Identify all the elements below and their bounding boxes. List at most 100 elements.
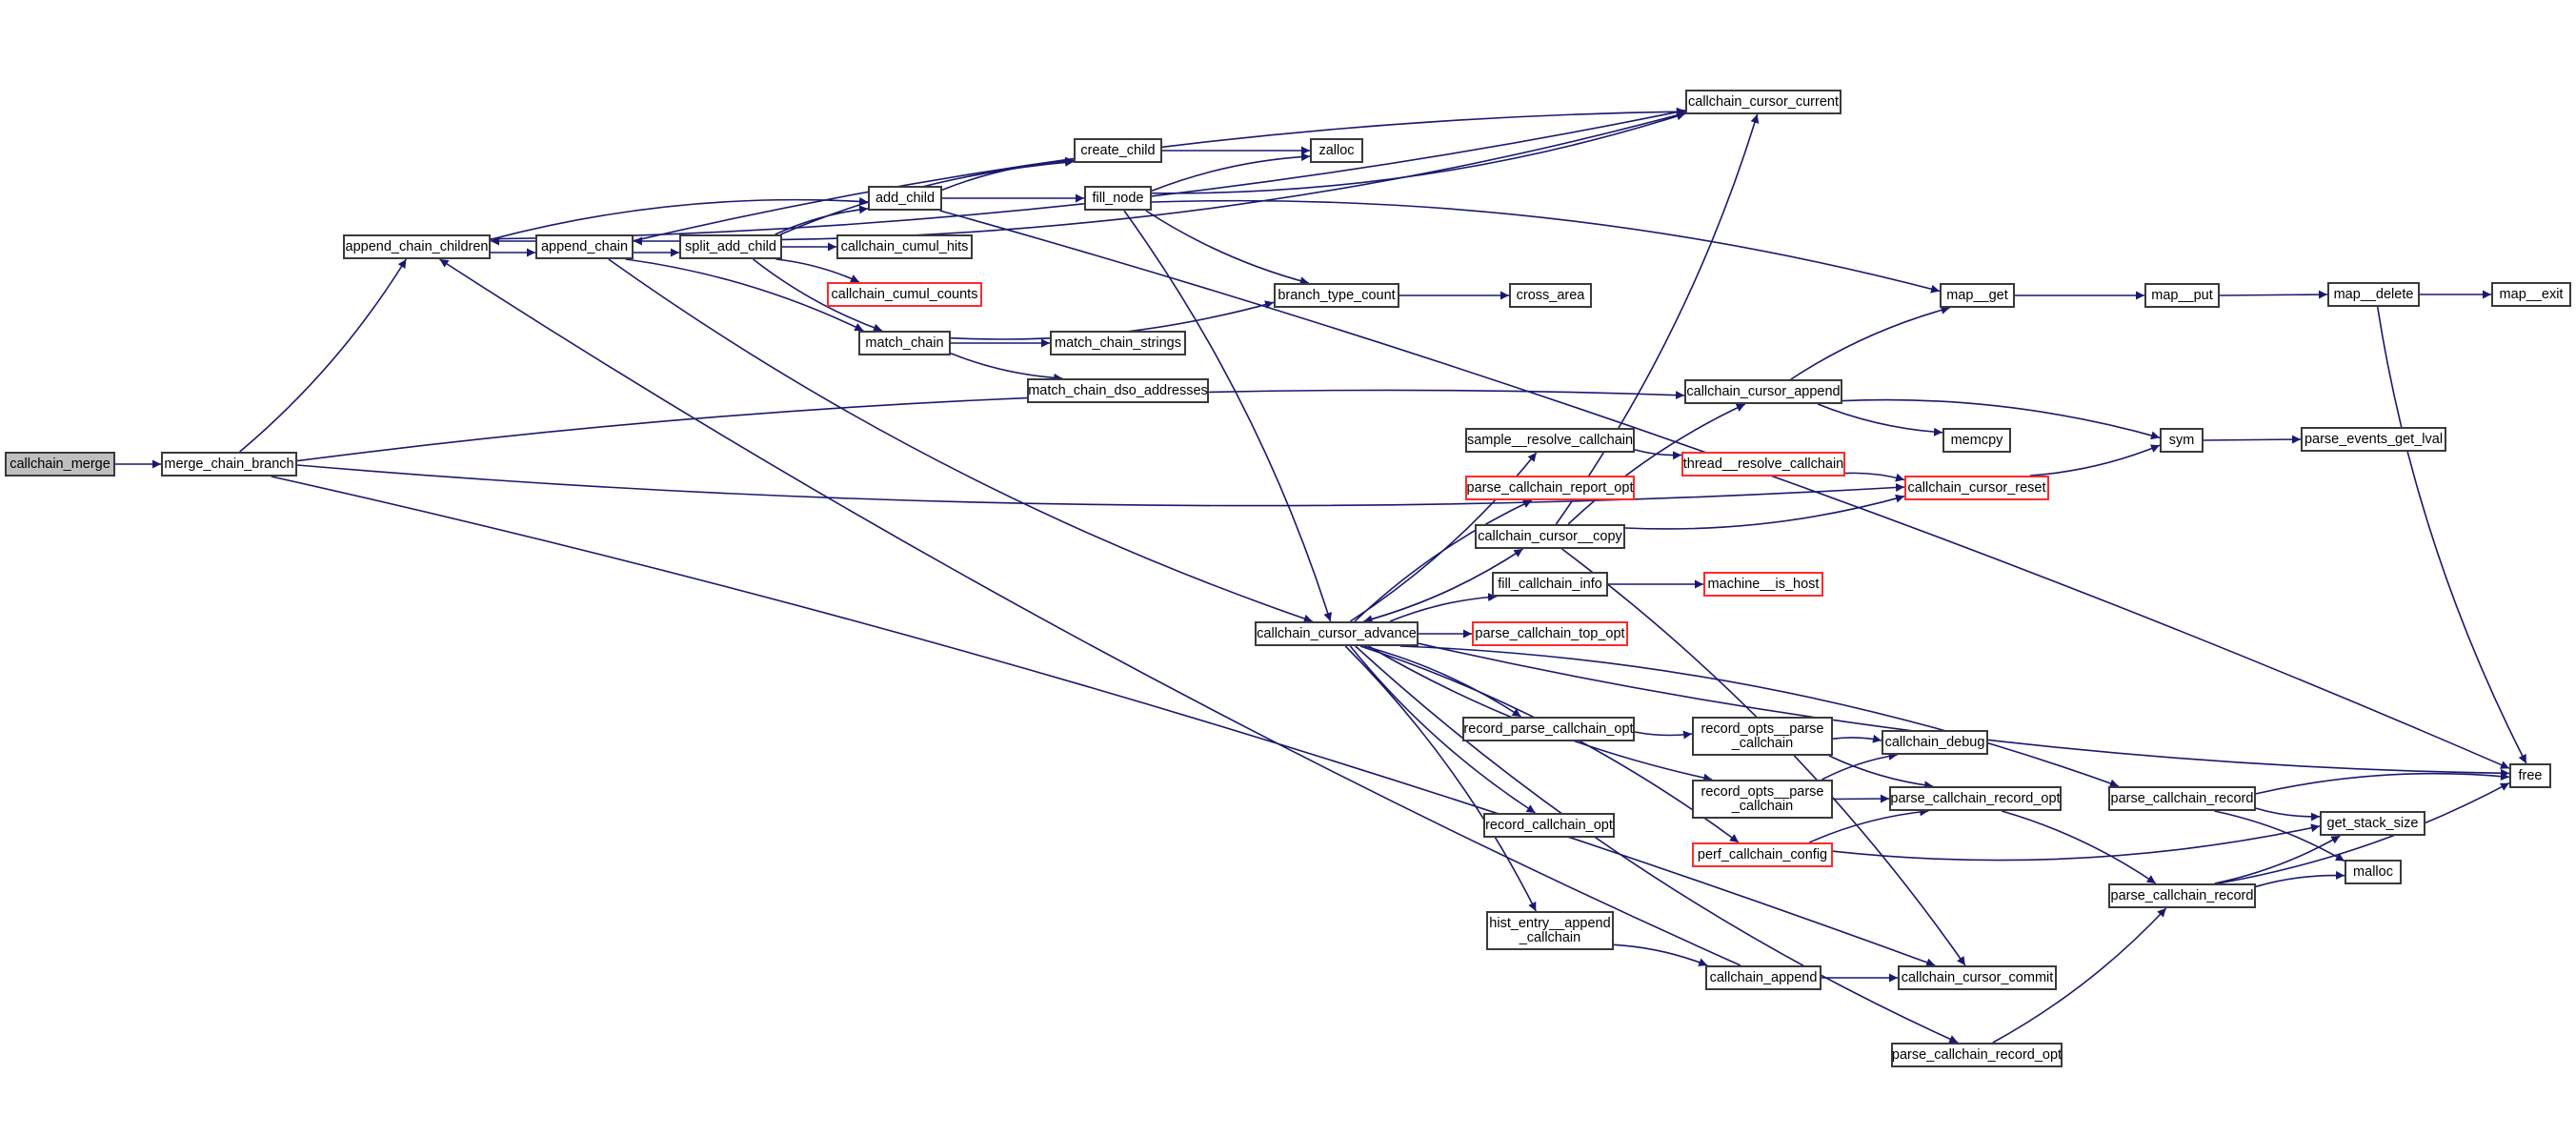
node-label: callchain_cursor_append bbox=[1686, 383, 1841, 399]
node-parse-callchain-record-2[interactable]: parse_callchain_record bbox=[2108, 883, 2256, 908]
node-callchain-cursor-commit[interactable]: callchain_cursor_commit bbox=[1898, 965, 2057, 990]
node-label: thread__resolve_callchain bbox=[1682, 456, 1844, 472]
edge-callchain_cursor_advance-to-parse_callchain_record_opt_2 bbox=[1355, 645, 1959, 1044]
node-branch-type-count[interactable]: branch_type_count bbox=[1274, 283, 1399, 308]
edge-thread__resolve_callchain-to-callchain_cursor_reset bbox=[1844, 472, 1905, 482]
node-zalloc[interactable]: zalloc bbox=[1310, 138, 1363, 163]
node-parse-callchain-report-opt[interactable]: parse_callchain_report_opt bbox=[1465, 476, 1635, 500]
node-label: callchain_cursor__copy bbox=[1478, 528, 1622, 544]
node-callchain-cursor-current[interactable]: callchain_cursor_current bbox=[1685, 90, 1841, 114]
node-callchain-append[interactable]: callchain_append bbox=[1705, 965, 1821, 990]
node-parse-events-get-lval[interactable]: parse_events_get_lval bbox=[2301, 427, 2446, 452]
node-malloc[interactable]: malloc bbox=[2345, 860, 2402, 884]
node-map-get[interactable]: map__get bbox=[1940, 283, 2015, 308]
node-callchain-debug[interactable]: callchain_debug bbox=[1882, 730, 1988, 755]
edge-fill_node-to-zalloc bbox=[1151, 152, 1311, 193]
edge-callchain_cursor__copy-to-callchain_cursor_reset bbox=[1624, 494, 1905, 530]
node-record-callchain-opt[interactable]: record_callchain_opt bbox=[1483, 813, 1615, 838]
edge-map__put-to-map__delete bbox=[2219, 290, 2328, 299]
node-parse-callchain-top-opt[interactable]: parse_callchain_top_opt bbox=[1472, 621, 1628, 646]
node-label: callchain_cursor_reset bbox=[1907, 479, 2046, 496]
node-parse-callchain-record-opt-2[interactable]: parse_callchain_record_opt bbox=[1891, 1043, 2063, 1067]
node-label: callchain_cumul_hits bbox=[840, 238, 969, 254]
node-label: sample__resolve_callchain bbox=[1466, 432, 1634, 448]
node-get-stack-size[interactable]: get_stack_size bbox=[2320, 811, 2425, 836]
edge-callchain_cursor_append-to-sym bbox=[1841, 398, 2161, 440]
edge-parse_callchain_record_1-to-free bbox=[2255, 772, 2510, 795]
node-callchain-merge[interactable]: callchain_merge bbox=[5, 452, 115, 477]
edge-record_parse_callchain_opt-to-record_opts__parse_callchain_1 bbox=[1634, 730, 1693, 740]
node-label: parse_events_get_lval bbox=[2304, 431, 2444, 447]
edge-callchain_cursor_append-to-map__get bbox=[1790, 306, 1950, 380]
node-sym[interactable]: sym bbox=[2160, 428, 2204, 453]
edge-record_opts__parse_callchain_1-to-callchain_debug bbox=[1832, 734, 1882, 743]
node-create-child[interactable]: create_child bbox=[1074, 138, 1162, 163]
node-callchain-cursor-advance[interactable]: callchain_cursor_advance bbox=[1255, 621, 1419, 646]
node-memcpy[interactable]: memcpy bbox=[1942, 428, 2011, 453]
node-callchain-cumul-counts[interactable]: callchain_cumul_counts bbox=[827, 282, 982, 307]
node-fill-node[interactable]: fill_node bbox=[1084, 186, 1152, 211]
node-callchain-cursor-append[interactable]: callchain_cursor_append bbox=[1684, 379, 1842, 404]
node-record-opts-parse-callchain-1[interactable]: record_opts__parse _callchain bbox=[1692, 717, 1833, 756]
node-label: parse_callchain_record bbox=[2110, 887, 2254, 903]
node-map-put[interactable]: map__put bbox=[2144, 283, 2220, 308]
node-label: callchain_cursor_advance bbox=[1257, 625, 1417, 641]
node-callchain-cursor-reset[interactable]: callchain_cursor_reset bbox=[1904, 476, 2049, 500]
node-split-add-child[interactable]: split_add_child bbox=[679, 234, 782, 259]
node-parse-callchain-record-1[interactable]: parse_callchain_record bbox=[2108, 786, 2256, 811]
edge-sym-to-parse_events_get_lval bbox=[2203, 435, 2302, 444]
edge-perf_callchain_config-to-parse_callchain_record_opt_1 bbox=[1808, 807, 1929, 843]
node-label: map__delete bbox=[2333, 286, 2414, 302]
node-label: split_add_child bbox=[685, 238, 776, 254]
node-label: record_parse_callchain_opt bbox=[1463, 720, 1634, 737]
edge-callchain_cursor__copy-to-callchain_cursor_current bbox=[1555, 113, 1760, 525]
node-merge-chain-branch[interactable]: merge_chain_branch bbox=[161, 452, 297, 477]
node-cross-area[interactable]: cross_area bbox=[1509, 283, 1592, 308]
edge-callchain_cursor_reset-to-sym bbox=[2029, 444, 2161, 477]
edge-append_chain-to-callchain_cursor_advance bbox=[608, 258, 1313, 623]
node-sample-resolve-callchain[interactable]: sample__resolve_callchain bbox=[1465, 428, 1635, 453]
node-label: sym bbox=[2168, 432, 2195, 448]
edge-callchain_cursor_advance-to-record_parse_callchain_opt bbox=[1363, 645, 1522, 718]
node-perf-callchain-config[interactable]: perf_callchain_config bbox=[1692, 842, 1833, 867]
edge-parse_callchain_record_2-to-malloc bbox=[2255, 870, 2345, 888]
node-match-chain[interactable]: match_chain bbox=[858, 331, 951, 355]
edge-add_child-to-create_child bbox=[941, 156, 1075, 192]
node-label: callchain_cumul_counts bbox=[831, 286, 978, 302]
edge-merge_chain_branch-to-callchain_cursor_append bbox=[296, 389, 1685, 462]
node-hist-entry-append-callchain[interactable]: hist_entry__append _callchain bbox=[1486, 911, 1614, 950]
edge-hist_entry__append_callchain-to-callchain_append bbox=[1613, 943, 1708, 966]
node-match-chain-strings[interactable]: match_chain_strings bbox=[1050, 331, 1186, 355]
node-label: cross_area bbox=[1516, 287, 1585, 303]
node-machine-is-host[interactable]: machine__is_host bbox=[1703, 572, 1823, 597]
node-match-chain-dso-addresses[interactable]: match_chain_dso_addresses bbox=[1027, 378, 1209, 403]
edge-callchain_cursor_advance-to-fill_callchain_info bbox=[1389, 593, 1498, 622]
edge-split_add_child-to-callchain_cumul_counts bbox=[775, 258, 860, 283]
node-label: record_opts__parse _callchain bbox=[1701, 783, 1824, 814]
node-parse-callchain-record-opt-1[interactable]: parse_callchain_record_opt bbox=[1889, 786, 2062, 811]
node-label: record_callchain_opt bbox=[1485, 817, 1613, 833]
node-record-parse-callchain-opt[interactable]: record_parse_callchain_opt bbox=[1462, 717, 1635, 741]
node-label: branch_type_count bbox=[1278, 287, 1396, 303]
node-thread-resolve-callchain[interactable]: thread__resolve_callchain bbox=[1681, 452, 1845, 477]
node-fill-callchain-info[interactable]: fill_callchain_info bbox=[1492, 572, 1608, 597]
node-label: merge_chain_branch bbox=[164, 456, 294, 472]
edge-fill_node-to-map__get bbox=[1151, 199, 1941, 294]
node-free[interactable]: free bbox=[2509, 763, 2551, 788]
edge-parse_callchain_record_2-to-get_stack_size bbox=[2214, 835, 2341, 884]
node-map-exit[interactable]: map__exit bbox=[2491, 282, 2571, 307]
node-callchain-cumul-hits[interactable]: callchain_cumul_hits bbox=[836, 234, 973, 259]
node-map-delete[interactable]: map__delete bbox=[2327, 282, 2420, 307]
edge-parse_callchain_record_1-to-malloc bbox=[2214, 810, 2345, 862]
node-add-child[interactable]: add_child bbox=[868, 186, 942, 211]
node-record-opts-parse-callchain-2[interactable]: record_opts__parse _callchain bbox=[1692, 780, 1833, 819]
node-append-chain-children[interactable]: append_chain_children bbox=[343, 234, 491, 259]
node-append-chain[interactable]: append_chain bbox=[535, 234, 634, 259]
node-label: malloc bbox=[2353, 863, 2393, 880]
edge-callchain_cursor_advance-to-parse_callchain_report_opt bbox=[1354, 499, 1533, 622]
node-label: memcpy bbox=[1950, 432, 2003, 448]
edge-sample__resolve_callchain-to-thread__resolve_callchain bbox=[1634, 449, 1682, 460]
node-callchain-cursor-copy[interactable]: callchain_cursor__copy bbox=[1475, 524, 1625, 549]
node-label: hist_entry__append _callchain bbox=[1489, 915, 1611, 945]
edge-parse_callchain_record_2-to-free bbox=[2218, 781, 2510, 884]
